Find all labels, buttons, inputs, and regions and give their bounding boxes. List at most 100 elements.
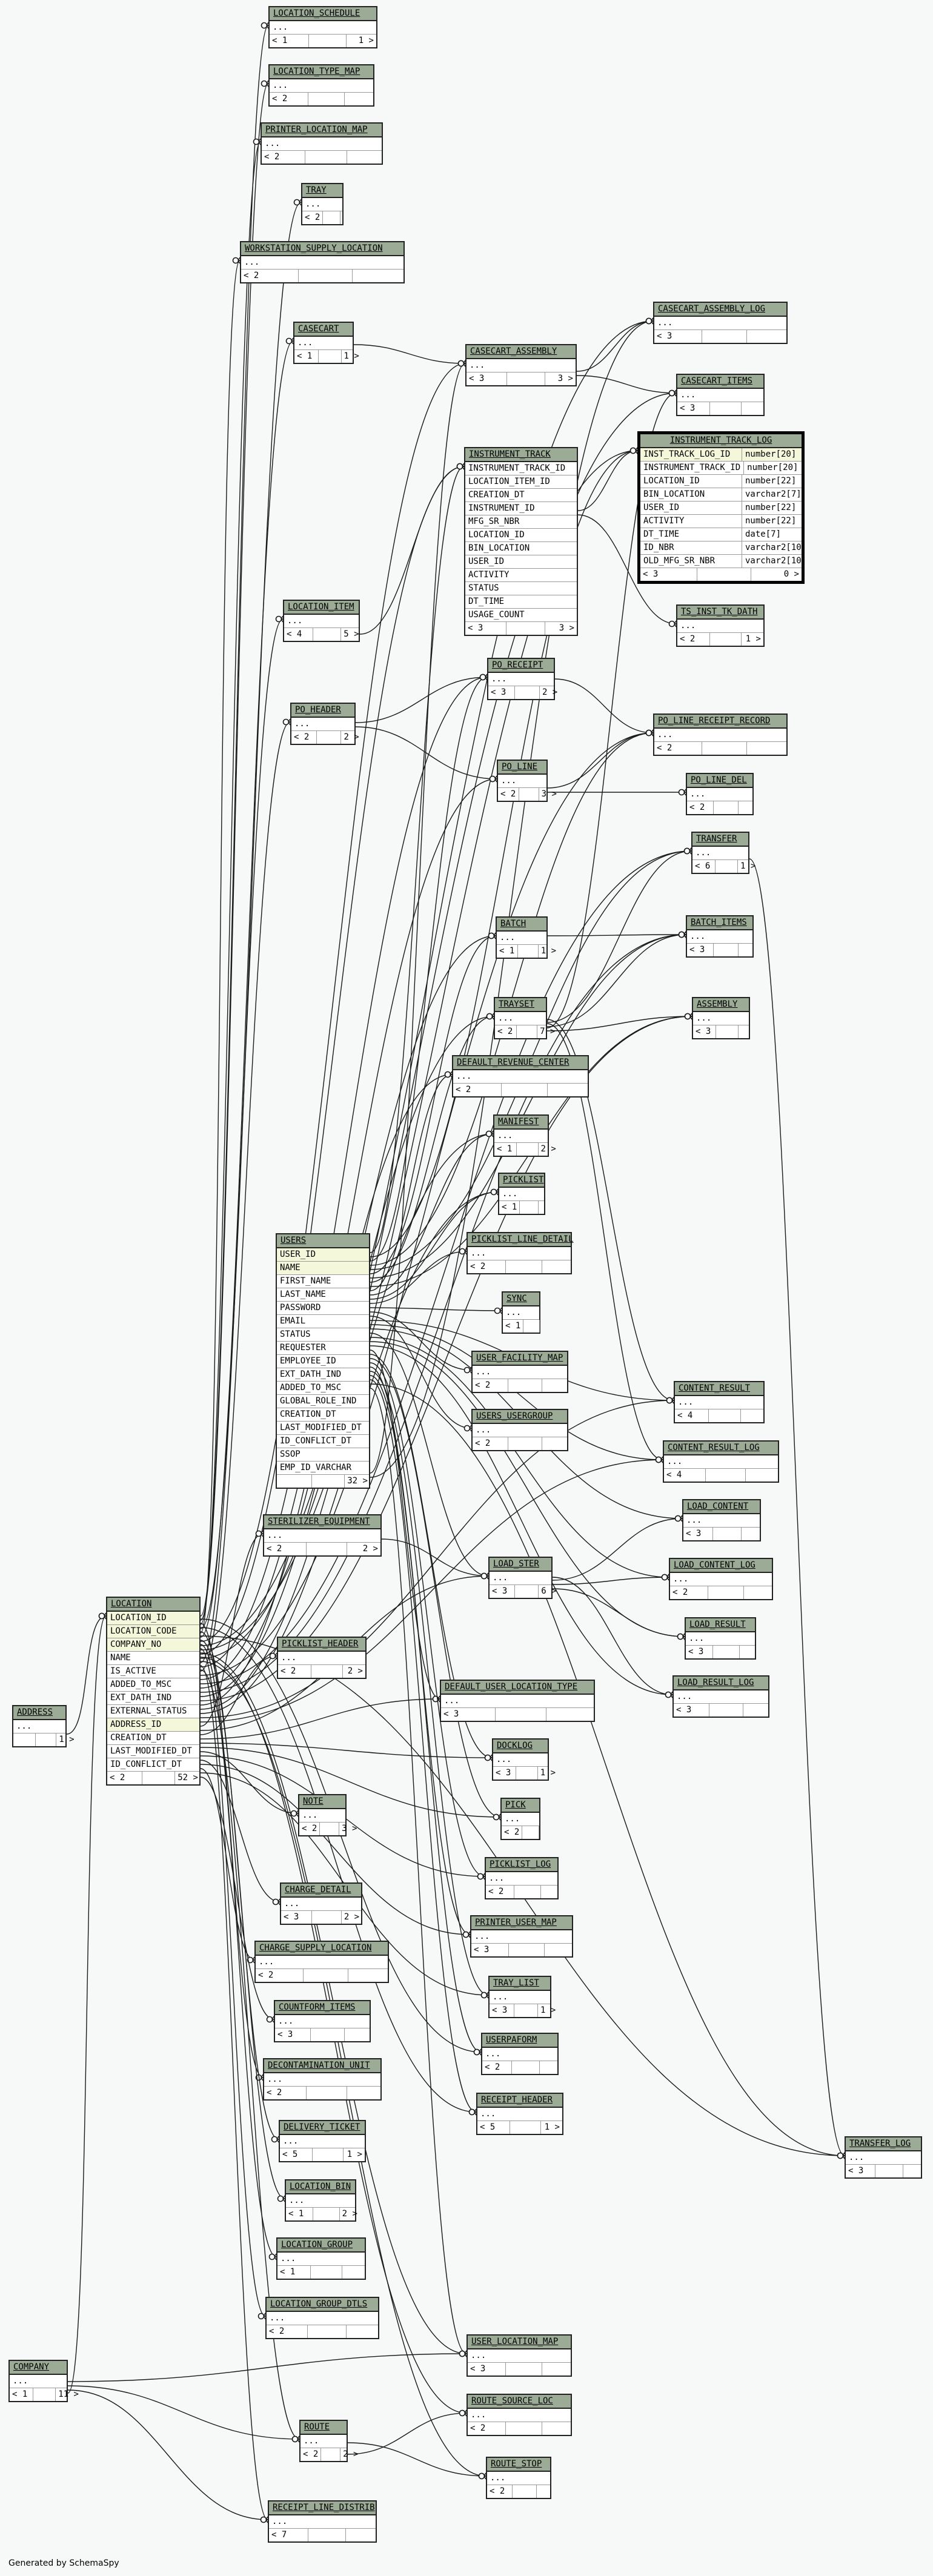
table-printer-user-map[interactable]: PRINTER_USER_MAP...< 3 — [470, 1915, 573, 1958]
table-title[interactable]: CHARGE_SUPPLY_LOCATION — [256, 1942, 388, 1956]
table-transfer-log[interactable]: TRANSFER_LOG...< 3 — [845, 2136, 922, 2179]
table-title[interactable]: PICKLIST_LINE_DETAIL — [468, 1233, 574, 1247]
table-title[interactable]: LOCATION_ITEM — [284, 601, 359, 615]
table-picklist[interactable]: PICKLIST...< 1 — [498, 1173, 545, 1215]
table-casecart-assembly-log[interactable]: CASECART_ASSEMBLY_LOG...< 3 — [653, 302, 788, 344]
table-address[interactable]: ADDRESS...1 > — [12, 1705, 75, 1747]
table-title[interactable]: SYNC — [503, 1293, 539, 1306]
table-title[interactable]: TRANSFER — [692, 833, 748, 847]
table-title[interactable]: PICKLIST — [499, 1174, 544, 1188]
table-title[interactable]: BATCH — [497, 918, 546, 932]
table-casecart-items[interactable]: CASECART_ITEMS...< 3 — [676, 374, 765, 416]
table-route-source-loc[interactable]: ROUTE_SOURCE_LOC...< 2 — [466, 2394, 572, 2436]
table-title[interactable]: ROUTE — [300, 2421, 347, 2435]
table-title[interactable]: DEFAULT_REVENUE_CENTER — [453, 1056, 588, 1070]
table-title[interactable]: USERS_USERGROUP — [473, 1410, 567, 1424]
table-title[interactable]: COMPANY — [10, 2361, 67, 2375]
table-title[interactable]: MANIFEST — [494, 1116, 548, 1130]
table-load-content[interactable]: LOAD_CONTENT...< 3 — [682, 1499, 761, 1541]
table-title[interactable]: WORKSTATION_SUPPLY_LOCATION — [241, 242, 403, 256]
table-title[interactable]: USERPAFORM — [482, 2034, 557, 2048]
table-title[interactable]: CASECART_ASSEMBLY_LOG — [654, 303, 786, 317]
table-title[interactable]: PO_LINE_RECEIPT_RECORD — [654, 715, 786, 729]
table-user-location-map[interactable]: USER_LOCATION_MAP...< 3 — [466, 2334, 572, 2377]
table-content-result-log[interactable]: CONTENT_RESULT_LOG...< 4 — [663, 1440, 779, 1483]
table-default-user-location-type[interactable]: DEFAULT_USER_LOCATION_TYPE...< 3 — [440, 1680, 595, 1722]
table-title[interactable]: LOAD_CONTENT_LOG — [670, 1559, 772, 1573]
table-charge-supply-location[interactable]: CHARGE_SUPPLY_LOCATION...< 2 — [254, 1941, 389, 1983]
table-title[interactable]: CASECART_ITEMS — [677, 375, 763, 389]
table-title[interactable]: LOCATION_BIN — [286, 2180, 355, 2194]
table-location-group[interactable]: LOCATION_GROUP...< 1 — [276, 2237, 366, 2280]
table-title[interactable]: PICKLIST_HEADER — [278, 1638, 365, 1652]
table-load-content-log[interactable]: LOAD_CONTENT_LOG...< 2 — [669, 1558, 773, 1600]
table-po-line-receipt-record[interactable]: PO_LINE_RECEIPT_RECORD...< 2 — [653, 714, 788, 756]
table-title[interactable]: PICKLIST_LOG — [486, 1858, 557, 1872]
table-title[interactable]: PRINTER_LOCATION_MAP — [262, 124, 382, 137]
table-title[interactable]: USER_LOCATION_MAP — [468, 2336, 571, 2349]
table-title[interactable]: DECONTAMINATION_UNIT — [264, 2059, 380, 2073]
table-picklist-line-detail[interactable]: PICKLIST_LINE_DETAIL...< 2 — [466, 1232, 574, 1274]
table-title[interactable]: TRAY_LIST — [490, 1977, 550, 1991]
table-title[interactable]: PO_LINE_DEL — [687, 774, 752, 788]
table-title[interactable]: ROUTE_SOURCE_LOC — [468, 2395, 571, 2409]
table-title[interactable]: USER_FACILITY_MAP — [473, 1352, 567, 1366]
table-decontamination-unit[interactable]: DECONTAMINATION_UNIT...< 2 — [263, 2058, 382, 2101]
table-title[interactable]: LOAD_CONTENT — [683, 1500, 760, 1514]
table-title[interactable]: INSTRUMENT_TRACK_LOG — [640, 434, 802, 448]
table-title[interactable]: INSTRUMENT_TRACK — [465, 448, 577, 462]
table-tray[interactable]: TRAY...< 2 — [301, 183, 344, 225]
table-title[interactable]: RECEIPT_LINE_DISTRIB — [269, 2502, 376, 2515]
table-load-result[interactable]: LOAD_RESULT...< 3 — [685, 1617, 756, 1660]
table-userpaform[interactable]: USERPAFORM...< 2 — [481, 2033, 559, 2075]
table-users-usergroup[interactable]: USERS_USERGROUP...< 2 — [471, 1409, 568, 1451]
table-title[interactable]: PO_HEADER — [291, 704, 354, 718]
table-title[interactable]: DOCKLOG — [493, 1740, 548, 1753]
table-user-facility-map[interactable]: USER_FACILITY_MAP...< 2 — [471, 1351, 568, 1393]
table-countform-items[interactable]: COUNTFORM_ITEMS...< 3 — [274, 2000, 371, 2042]
table-title[interactable]: LOCATION_TYPE_MAP — [270, 65, 373, 79]
table-load-result-log[interactable]: LOAD_RESULT_LOG...< 3 — [672, 1675, 769, 1718]
table-title[interactable]: COUNTFORM_ITEMS — [275, 2001, 370, 2015]
table-pick[interactable]: PICK...< 2 — [500, 1798, 540, 1840]
table-title[interactable]: LOAD_RESULT_LOG — [674, 1677, 768, 1690]
table-receipt-line-distrib[interactable]: RECEIPT_LINE_DISTRIB...< 7 — [268, 2500, 377, 2543]
table-title[interactable]: DEFAULT_USER_LOCATION_TYPE — [441, 1681, 594, 1695]
table-title[interactable]: TRAYSET — [495, 998, 546, 1012]
table-picklist-log[interactable]: PICKLIST_LOG...< 2 — [485, 1857, 559, 1899]
table-title[interactable]: NOTE — [299, 1795, 345, 1809]
table-workstation-supply-location[interactable]: WORKSTATION_SUPPLY_LOCATION...< 2 — [240, 241, 405, 283]
table-title[interactable]: LOCATION_GROUP_DTLS — [267, 2298, 378, 2312]
table-title[interactable]: STERILIZER_EQUIPMENT — [264, 1515, 380, 1529]
table-title[interactable]: USERS — [277, 1234, 369, 1248]
table-title[interactable]: LOAD_RESULT — [686, 1618, 755, 1632]
table-title[interactable]: RECEIPT_HEADER — [477, 2094, 562, 2108]
table-title[interactable]: LOAD_STER — [490, 1558, 551, 1572]
table-title[interactable]: PRINTER_USER_MAP — [471, 1916, 572, 1930]
table-title[interactable]: ROUTE_STOP — [487, 2458, 550, 2472]
table-title[interactable]: ASSEMBLY — [693, 998, 749, 1012]
